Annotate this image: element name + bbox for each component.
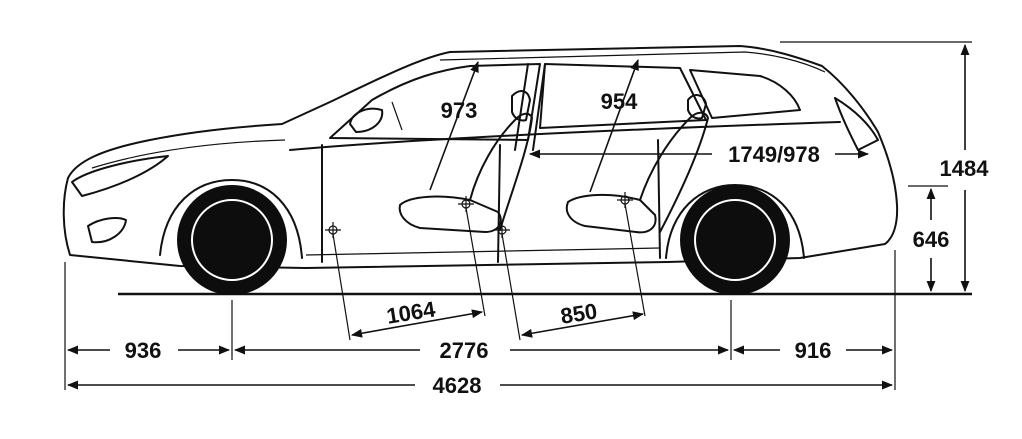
rear-wheel [680,185,790,295]
front-headroom-label: 973 [441,98,478,123]
extension-lines [64,41,972,390]
car-body [62,45,899,269]
rear-overhang-label: 916 [795,338,832,363]
rear-headroom-label: 954 [601,89,638,114]
rear-legroom-label: 850 [559,298,599,328]
load-sill-height-label: 646 [913,227,950,252]
front-wheel [177,185,287,295]
overall-length-label: 4628 [433,373,482,398]
dimension-arrows [66,43,970,390]
front-legroom-label: 1064 [385,296,438,328]
cargo-length-label: 1749/978 [728,142,820,167]
front-overhang-label: 936 [125,338,162,363]
wheelbase-label: 2776 [440,338,489,363]
front-seat [398,90,533,233]
rear-seat [565,94,709,234]
overall-height-label: 1484 [940,156,990,181]
